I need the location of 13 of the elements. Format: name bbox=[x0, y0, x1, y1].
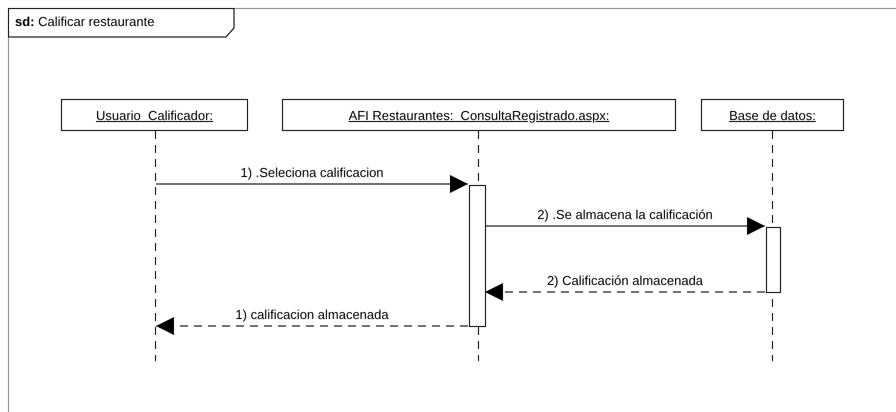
object-name: AFI Restaurantes: ConsultaRegistrado.aspx: bbox=[348, 108, 610, 122]
lifeline-head bbox=[701, 99, 844, 131]
object-name: Usuario Calificador: bbox=[96, 108, 214, 122]
lifeline-head bbox=[282, 99, 676, 131]
frame-title: sd: Calificar restaurante bbox=[15, 14, 154, 29]
message-label: 2) .Se almacena la calificación bbox=[536, 207, 714, 222]
activation-bar bbox=[766, 227, 781, 293]
message-label: 1) calificacion almacenada bbox=[234, 307, 390, 322]
object-name: Base de datos: bbox=[729, 108, 816, 122]
message-label: 2) Calificación almacenada bbox=[546, 273, 704, 288]
message-label: 1) .Seleciona calificacion bbox=[239, 165, 385, 180]
lifeline-head bbox=[61, 99, 248, 131]
activation-bar bbox=[469, 185, 486, 327]
